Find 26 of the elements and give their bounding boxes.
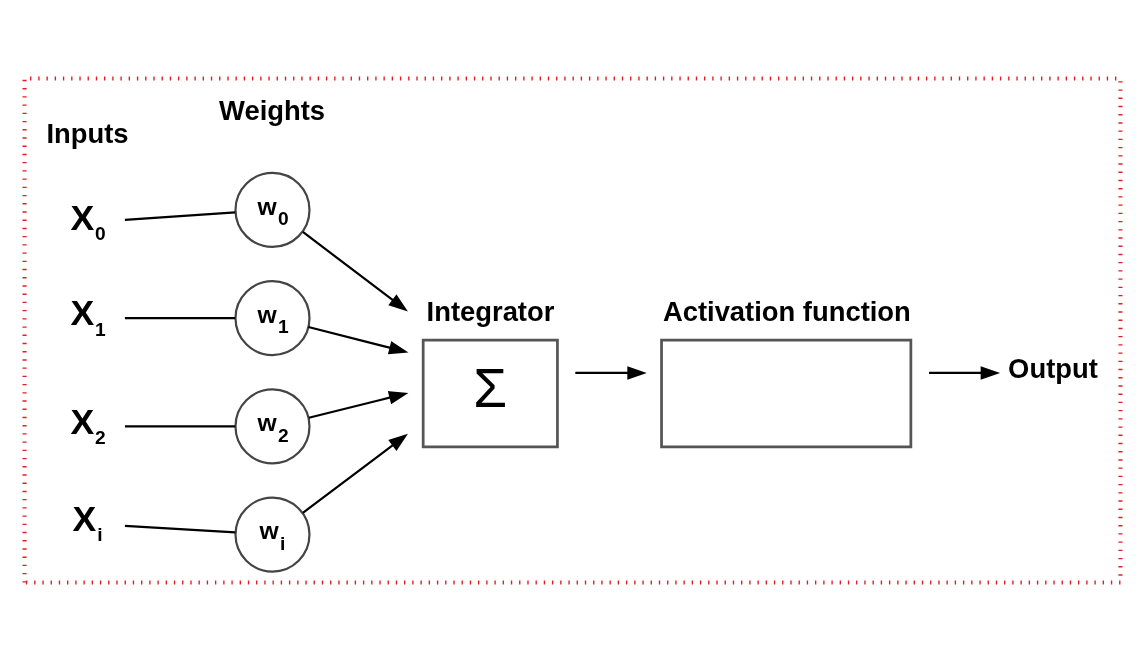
connector	[124, 211, 236, 221]
connector	[124, 425, 236, 428]
arrow	[302, 433, 408, 514]
arrow	[575, 366, 647, 380]
node-label: Integrator	[426, 295, 555, 327]
arrow	[308, 391, 409, 419]
label: Inputs	[46, 117, 129, 149]
node-box: Σ	[421, 338, 559, 449]
cluster	[22, 76, 1123, 585]
label: Weights	[219, 94, 326, 126]
node-circle: w$_{2}$	[234, 388, 311, 465]
arrow	[929, 366, 1001, 380]
node-circle: w$_{i}$	[234, 496, 311, 573]
node-circle: w$_{0}$	[234, 171, 311, 249]
node-label: Activation function	[662, 295, 911, 327]
connector	[124, 317, 236, 320]
node-text: X$_{2}$	[70, 401, 106, 449]
node-text: Output	[1008, 353, 1098, 385]
node-text: X$_{i}$	[72, 498, 103, 546]
node-text: X$_{1}$	[70, 293, 106, 340]
arrow	[308, 325, 409, 355]
arrow	[302, 231, 408, 312]
node-box	[660, 338, 913, 449]
node-circle: w$_{1}$	[234, 280, 311, 357]
node-text: X$_{0}$	[70, 197, 106, 245]
connector	[124, 524, 236, 534]
